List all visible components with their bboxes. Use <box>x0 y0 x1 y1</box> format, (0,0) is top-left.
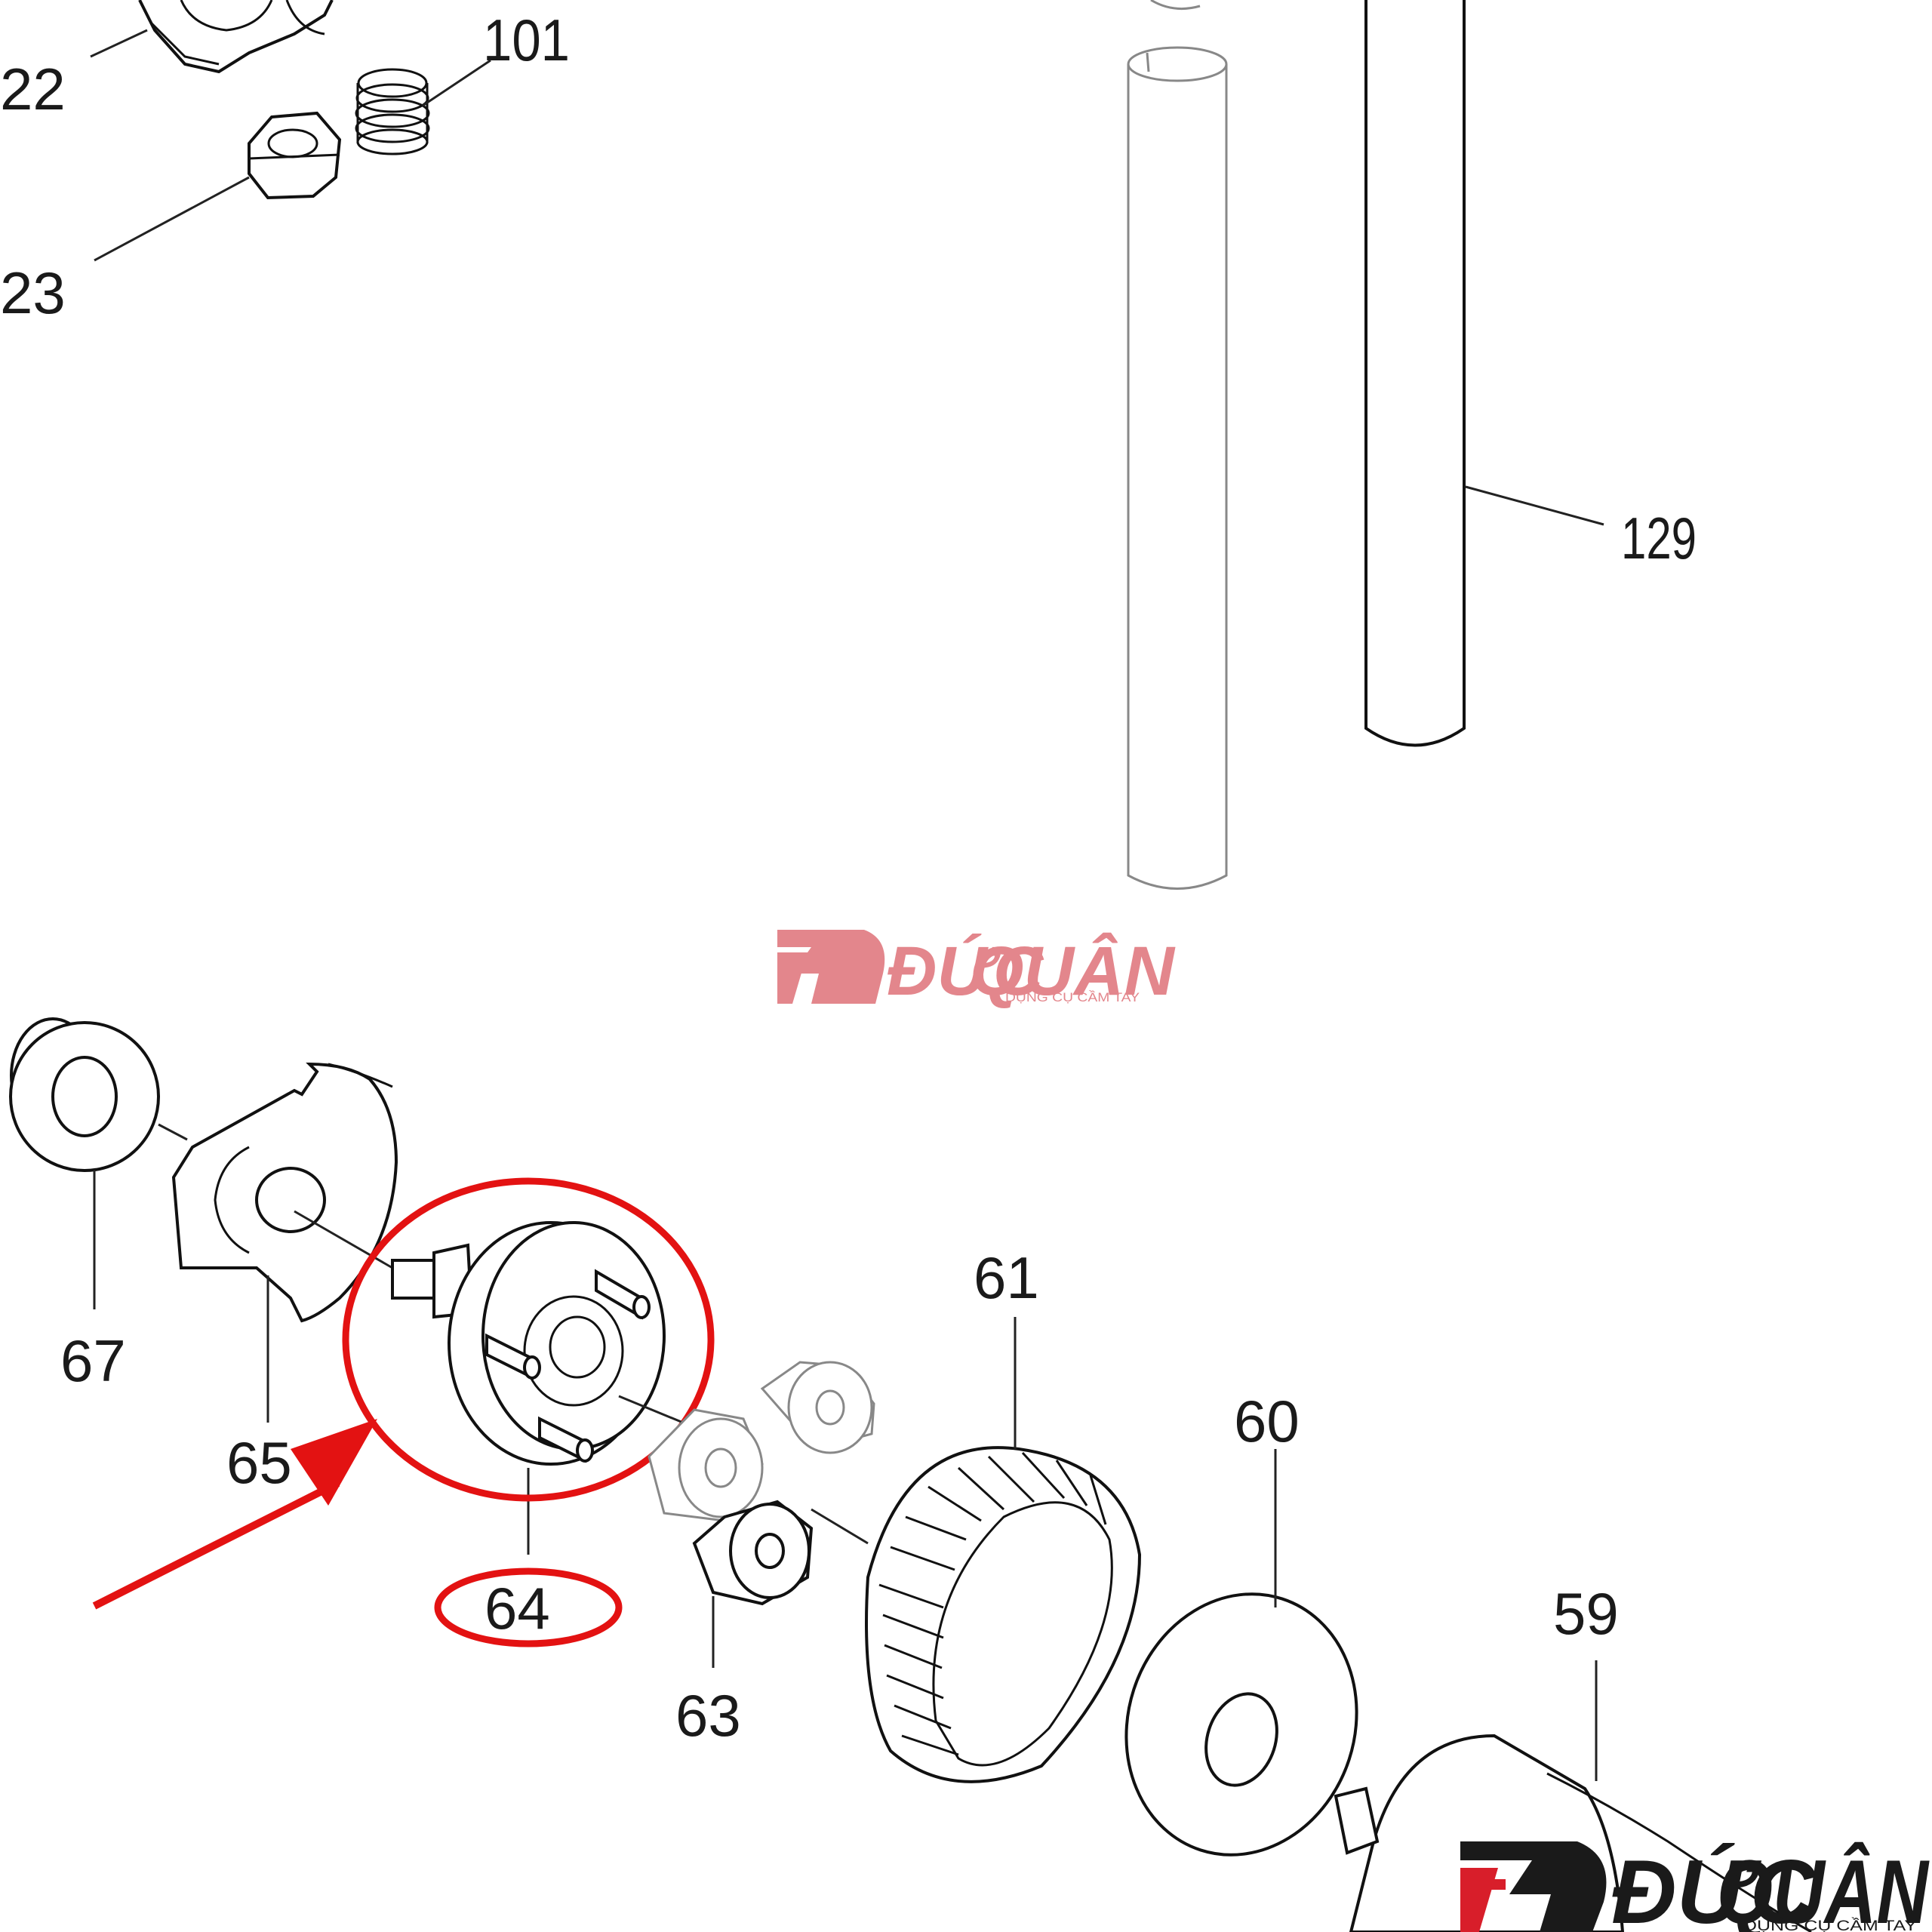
part-60-washer <box>1124 1592 1358 1857</box>
label-67: 67 <box>60 1327 126 1394</box>
leader-129 <box>1465 485 1604 526</box>
label-22: 22 <box>0 56 66 122</box>
leader-23 <box>94 176 250 262</box>
watermark-corner-brand-first: ĐỨC <box>1611 1841 1817 1932</box>
label-101: 101 <box>483 7 570 73</box>
label-129: 129 <box>1621 505 1697 571</box>
label-64: 64 <box>485 1575 550 1641</box>
watermark-center: ĐỨC QUÂN DỤNG CỤ CẦM TAY <box>777 930 1176 1010</box>
ring-gear-teeth <box>878 1451 1107 1756</box>
part-65-plate <box>171 1062 398 1323</box>
axis-line-63-61 <box>811 1508 869 1545</box>
watermark-corner-tagline: DỤNG CỤ CẦM TAY <box>1743 1918 1917 1932</box>
label-60: 60 <box>1234 1388 1300 1454</box>
axis-line-64-63 <box>618 1395 684 1424</box>
label-63: 63 <box>675 1682 741 1749</box>
axis-line-65-64 <box>294 1210 393 1269</box>
part-67-bushing <box>9 1017 160 1172</box>
leader-22 <box>90 29 148 58</box>
part-63-planet-gears <box>648 1361 875 1606</box>
watermark-center-brand-second: QUÂN <box>970 932 1176 1010</box>
leader-101 <box>422 59 491 107</box>
part-101-spring <box>355 68 430 155</box>
watermark-center-brand-first: ĐỨC <box>887 933 1044 1010</box>
watermark-center-tagline: DỤNG CỤ CẦM TAY <box>1005 990 1140 1004</box>
part-22-clamp <box>138 0 334 74</box>
part-23-nut <box>248 111 342 200</box>
label-65: 65 <box>226 1429 292 1496</box>
part-129-shaft[interactable] <box>1364 0 1466 747</box>
highlight-part-64 <box>92 1177 715 1647</box>
part-61-ring-gear <box>865 1446 1142 1783</box>
axis-line-67-65 <box>158 1123 188 1141</box>
label-61: 61 <box>974 1244 1039 1311</box>
part-64-planet-carrier[interactable] <box>391 1221 666 1466</box>
planet-pins <box>485 1269 651 1463</box>
label-59: 59 <box>1553 1580 1619 1647</box>
watermark-corner-brand-second: QUÂN <box>1717 1841 1930 1932</box>
part-tube <box>1127 0 1228 890</box>
watermark-corner: ĐỨC QUÂN DỤNG CỤ CẦM TAY <box>1460 1841 1930 1932</box>
label-23: 23 <box>0 260 66 326</box>
